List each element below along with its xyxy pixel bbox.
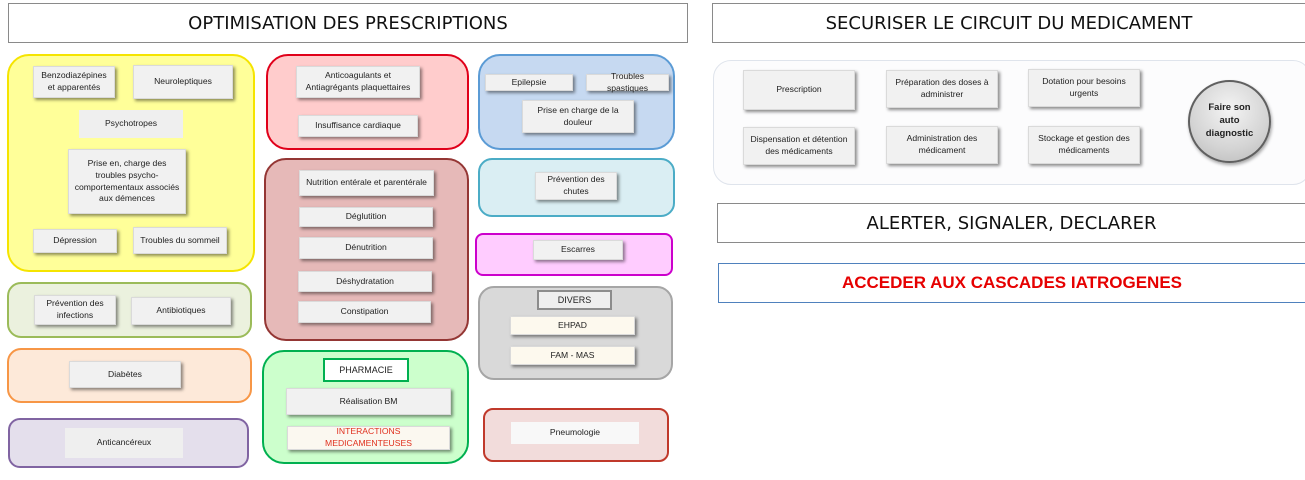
securiser-header: SECURISER LE CIRCUIT DU MEDICAMENT	[712, 3, 1305, 43]
administration-button[interactable]: Administration des médicament	[886, 126, 998, 164]
neuroleptiques-button[interactable]: Neuroleptiques	[133, 65, 233, 99]
epilepsie-button[interactable]: Epilepsie	[485, 74, 573, 91]
diabetes-button[interactable]: Diabètes	[69, 361, 181, 388]
pneumologie-button[interactable]: Pneumologie	[511, 422, 639, 444]
troubles-sommeil-button[interactable]: Troubles du sommeil	[133, 227, 227, 254]
optimisation-header: OPTIMISATION DES PRESCRIPTIONS	[8, 3, 688, 43]
divers-label[interactable]: DIVERS	[537, 290, 612, 310]
benzodiazepines-button[interactable]: Benzodiazépines et apparentés	[33, 66, 115, 98]
escarres-button[interactable]: Escarres	[533, 240, 623, 260]
auto-diagnostic-button[interactable]: Faire son auto diagnostic	[1188, 80, 1271, 163]
prevention-infections-button[interactable]: Prévention des infections	[34, 295, 116, 325]
constipation-button[interactable]: Constipation	[298, 301, 431, 323]
depression-button[interactable]: Dépression	[33, 229, 117, 253]
interactions-medicamenteuses-button[interactable]: INTERACTIONS MEDICAMENTEUSES	[287, 426, 450, 450]
stockage-button[interactable]: Stockage et gestion des médicaments	[1028, 126, 1140, 164]
psychotropes-button[interactable]: Psychotropes	[79, 110, 183, 138]
fam-mas-button[interactable]: FAM - MAS	[510, 346, 635, 365]
dispensation-button[interactable]: Dispensation et détention des médicament…	[743, 127, 855, 165]
prevention-chutes-button[interactable]: Prévention des chutes	[535, 172, 617, 200]
deglutition-button[interactable]: Déglutition	[299, 207, 433, 227]
preparation-doses-button[interactable]: Préparation des doses à administrer	[886, 70, 998, 108]
alerter-header[interactable]: ALERTER, SIGNALER, DECLARER	[717, 203, 1305, 243]
insuffisance-cardiaque-button[interactable]: Insuffisance cardiaque	[298, 115, 418, 137]
nutrition-button[interactable]: Nutrition entérale et parentérale	[299, 170, 434, 196]
prescription-button[interactable]: Prescription	[743, 70, 855, 110]
dotation-button[interactable]: Dotation pour besoins urgents	[1028, 69, 1140, 107]
pharmacie-button[interactable]: PHARMACIE	[323, 358, 409, 382]
cascades-iatrogenes-header[interactable]: ACCEDER AUX CASCADES IATROGENES	[718, 263, 1305, 303]
douleur-button[interactable]: Prise en charge de la douleur	[522, 100, 634, 133]
neuro-group	[478, 54, 675, 150]
denutrition-button[interactable]: Dénutrition	[299, 237, 433, 259]
troubles-psycho-button[interactable]: Prise en, charge des troubles psycho-com…	[68, 149, 186, 214]
deshydratation-button[interactable]: Déshydratation	[298, 271, 432, 292]
ehpad-button[interactable]: EHPAD	[510, 316, 635, 335]
antibiotiques-button[interactable]: Antibiotiques	[131, 297, 231, 325]
realisation-bm-button[interactable]: Réalisation BM	[286, 388, 451, 415]
anticancereux-button[interactable]: Anticancéreux	[65, 428, 183, 458]
troubles-spastiques-button[interactable]: Troubles spastiques	[586, 71, 669, 93]
anticoagulants-button[interactable]: Anticoagulants et Antiagrégants plaquett…	[296, 66, 420, 98]
